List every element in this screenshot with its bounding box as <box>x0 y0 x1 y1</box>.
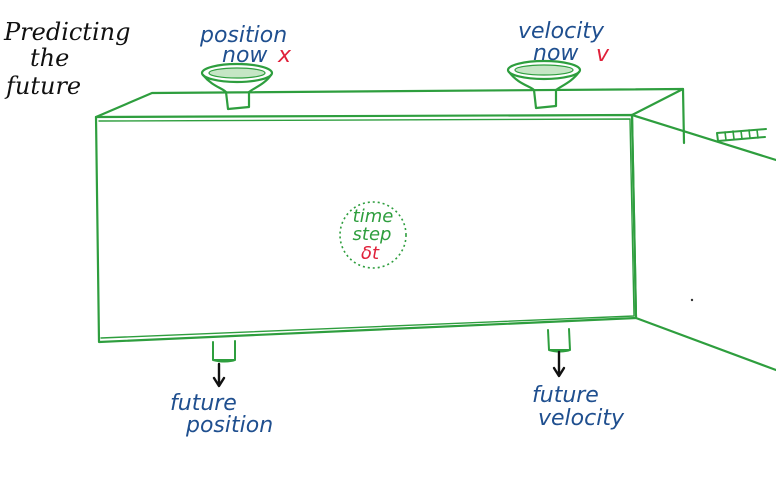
position-output-arrow <box>212 362 226 388</box>
diagram-title: Predicting the future <box>3 18 130 100</box>
position-input-funnel <box>200 62 274 111</box>
position-input-label-line1: position <box>199 23 287 48</box>
box-right-edge <box>681 87 686 145</box>
time-step-symbol: δt <box>361 243 380 264</box>
stray-dot <box>690 298 694 302</box>
position-output-label-line2: position <box>185 413 273 438</box>
title-line-2: the <box>30 44 69 72</box>
box-handle-icon <box>716 128 767 142</box>
box-front-face-inner <box>98 118 635 339</box>
position-input-symbol: x <box>277 43 292 68</box>
position-output-label-line1: future <box>170 391 237 416</box>
time-step-label-line2: step <box>353 224 392 245</box>
title-line-1: Predicting <box>3 18 130 46</box>
velocity-output-label-line1: future <box>532 383 599 408</box>
time-step-label-line1: time <box>353 206 394 227</box>
box-top-face <box>94 87 685 119</box>
velocity-input-label-line1: velocity <box>518 19 605 44</box>
velocity-input-label-line2: now <box>533 41 579 66</box>
velocity-output-arrow <box>552 350 566 378</box>
position-input-label-line2: now <box>222 43 268 68</box>
time-step-box <box>94 87 776 372</box>
position-output-spout <box>212 340 236 363</box>
velocity-output-spout <box>547 328 571 353</box>
title-line-3: future <box>4 72 81 100</box>
time-step-circle <box>339 201 407 269</box>
velocity-output-label-line2: velocity <box>538 406 625 431</box>
velocity-input-symbol: v <box>596 42 610 67</box>
velocity-input-funnel <box>506 59 582 110</box>
box-door <box>630 113 776 372</box>
